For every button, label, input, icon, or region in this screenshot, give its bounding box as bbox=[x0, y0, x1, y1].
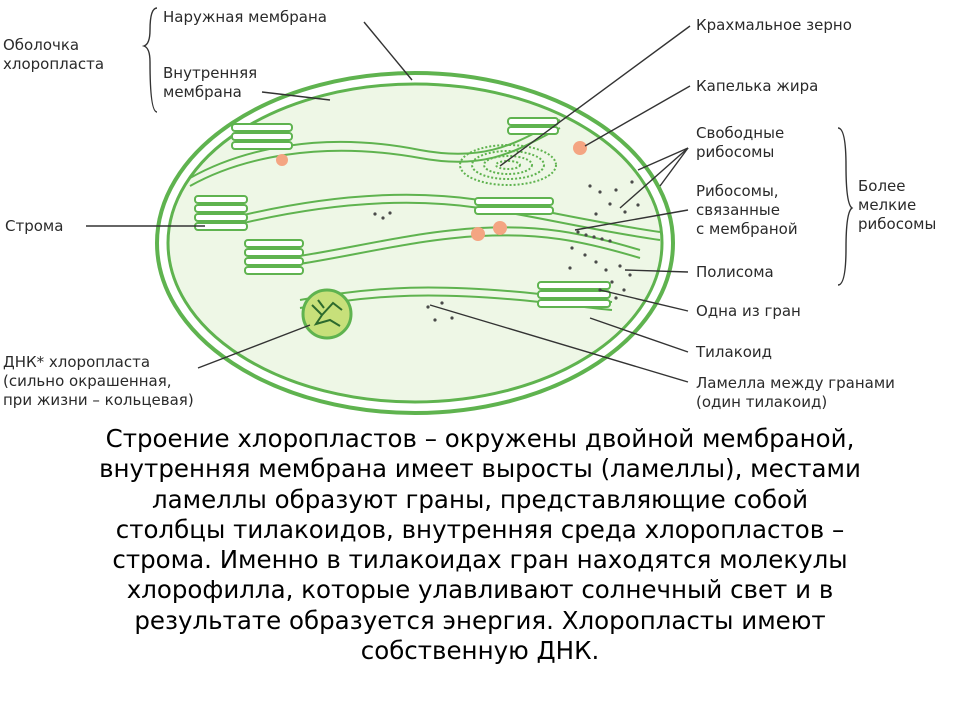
caption: Строение хлоропластов – окружены двойной… bbox=[10, 424, 950, 666]
granum-stack-4 bbox=[507, 117, 559, 135]
granum-stack-6 bbox=[537, 281, 611, 308]
label-polysome: Полисома bbox=[696, 263, 774, 281]
caption-line: собственную ДНК. bbox=[360, 636, 600, 666]
label-thylakoid: Тилакоид bbox=[696, 343, 773, 361]
outer-membrane bbox=[155, 71, 675, 415]
caption-line: строма. Именно в тилакоидах гран находят… bbox=[112, 545, 848, 575]
label-lamella: Ламелла между гранами(один тилакоид) bbox=[696, 374, 895, 411]
granum-stack-2 bbox=[194, 195, 248, 231]
label-dna: ДНК* хлоропласта(сильно окрашенная,при ж… bbox=[3, 353, 194, 409]
caption-line: хлорофилла, которые улавливают солнечный… bbox=[126, 575, 834, 605]
chloroplast-diagram bbox=[86, 7, 854, 415]
caption-line: внутренняя мембрана имеет выросты (ламел… bbox=[99, 454, 861, 484]
chloroplast-dna bbox=[301, 288, 353, 340]
lipid-droplets bbox=[276, 141, 587, 241]
label-outer-membrane: Наружная мембрана bbox=[163, 8, 327, 26]
label-starch-grain: Крахмальное зерно bbox=[696, 16, 852, 34]
granum-stack-1 bbox=[231, 123, 293, 150]
label-stroma: Строма bbox=[5, 217, 64, 235]
ribosomes bbox=[373, 180, 640, 322]
caption-line: столбцы тилакоидов, внутренняя среда хло… bbox=[115, 514, 845, 544]
granum-stack-5 bbox=[474, 197, 554, 215]
caption-line: результате образуется энергия. Хлороплас… bbox=[134, 605, 826, 635]
granum-stack-3 bbox=[244, 239, 304, 275]
label-lipid-droplet: Капелька жира bbox=[696, 77, 819, 95]
caption-line: ламеллы образуют граны, представляющие с… bbox=[151, 484, 809, 514]
starch-grain bbox=[459, 144, 557, 186]
leader-lines bbox=[86, 7, 854, 383]
caption-line: Строение хлоропластов – окружены двойной… bbox=[105, 424, 855, 453]
label-granum: Одна из гран bbox=[696, 302, 801, 320]
